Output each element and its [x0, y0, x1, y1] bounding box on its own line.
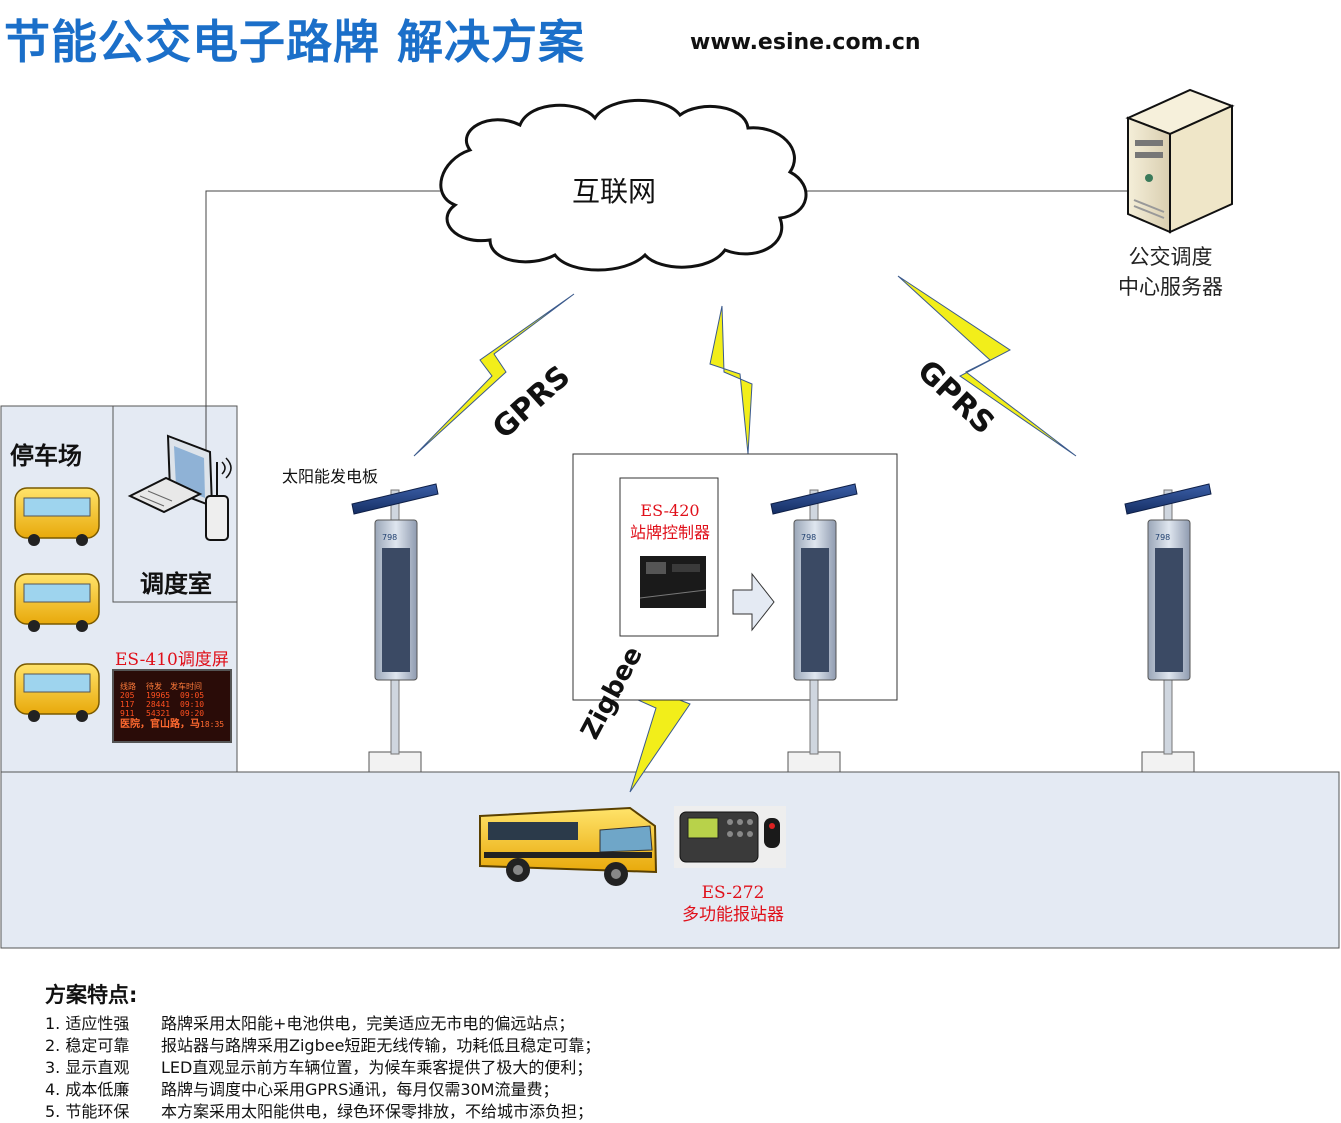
feature-item: 3. 显示直观 LED直观显示前方车辆位置，为候车乘客提供了极大的便利；	[45, 1057, 600, 1079]
line-dispatch-internet	[205, 190, 440, 470]
feature-desc: 报站器与路牌采用Zigbee短距无线传输，功耗低且稳定可靠；	[161, 1036, 601, 1055]
features-section: 方案特点: 1. 适应性强路牌采用太阳能+电池供电，完美适应无市电的偏远站点； …	[45, 979, 600, 1123]
es272-label-line1: ES-272	[701, 883, 765, 903]
svg-text:798: 798	[801, 533, 816, 542]
feature-item: 2. 稳定可靠 报站器与路牌采用Zigbee短距无线传输，功耗低且稳定可靠；	[45, 1035, 600, 1057]
es272-label: ES-272 多功能报站器	[672, 882, 794, 926]
feature-name: 2. 稳定可靠	[45, 1036, 130, 1055]
feature-desc: LED直观显示前方车辆位置，为候车乘客提供了极大的便利；	[161, 1058, 593, 1077]
depot-bus-1	[14, 487, 100, 546]
svg-text:发车时间: 发车时间	[170, 681, 202, 691]
feature-desc: 本方案采用太阳能供电，绿色环保零排放，不给城市添负担；	[161, 1102, 594, 1121]
es420-label: ES-420 站牌控制器	[622, 500, 718, 544]
feature-desc: 路牌与调度中心采用GPRS通讯，每月仅需30M流量费；	[161, 1080, 559, 1099]
es420-label-line2: 站牌控制器	[629, 523, 710, 542]
feature-name: 1. 适应性强	[45, 1014, 130, 1033]
svg-text:19965: 19965	[146, 691, 170, 700]
svg-text:09:05: 09:05	[180, 691, 204, 700]
svg-text:18:35: 18:35	[200, 720, 224, 729]
server-label: 公交调度 中心服务器	[1118, 242, 1223, 302]
es272-device-photo	[674, 806, 786, 868]
arrow-right-icon	[732, 572, 775, 632]
es410-led-screen: 线路 待发 发车时间 205 19965 09:05 117 28441 09:…	[112, 669, 232, 743]
server-label-line2: 中心服务器	[1118, 275, 1223, 299]
solar-panel-label: 太阳能发电板	[282, 467, 379, 486]
svg-text:798: 798	[382, 533, 397, 542]
page-title: 节能公交电子路牌 解决方案	[4, 15, 586, 69]
svg-text:798: 798	[1155, 533, 1170, 542]
svg-text:09:20: 09:20	[180, 709, 204, 718]
es420-label-line1: ES-420	[640, 501, 700, 520]
bus-stop-sign-3: 798	[1124, 483, 1212, 773]
depot-label: 停车场	[10, 442, 82, 470]
feature-item: 5. 节能环保 本方案采用太阳能供电，绿色环保零排放，不给城市添负担；	[45, 1101, 600, 1123]
website-url[interactable]: www.esine.com.cn	[690, 30, 921, 55]
depot-bus-2	[14, 573, 100, 632]
svg-text:117: 117	[120, 700, 135, 709]
server-label-line1: 公交调度	[1128, 245, 1213, 269]
server-icon	[1125, 88, 1235, 234]
lightning-bolt-gprs-right	[897, 275, 1077, 457]
svg-text:911: 911	[120, 709, 135, 718]
dispatch-room-label: 调度室	[140, 570, 212, 598]
feature-name: 3. 显示直观	[45, 1058, 130, 1077]
svg-text:205: 205	[120, 691, 135, 700]
internet-cloud	[439, 98, 808, 272]
svg-text:54321: 54321	[146, 709, 170, 718]
features-title: 方案特点:	[45, 983, 138, 1007]
computer-icon	[127, 434, 232, 541]
es410-label: ES-410调度屏	[115, 650, 229, 670]
road-platform	[0, 771, 1340, 949]
feature-item: 1. 适应性强 路牌采用太阳能+电池供电，完美适应无市电的偏远站点；	[45, 1013, 600, 1035]
internet-cloud-label: 互联网	[572, 175, 657, 208]
feature-name: 5. 节能环保	[45, 1102, 130, 1121]
led-header: 线路	[120, 681, 136, 691]
es420-device-photo	[639, 556, 707, 608]
svg-text:医院，官山路，马: 医院，官山路，马	[120, 717, 200, 730]
svg-text:28441: 28441	[146, 700, 170, 709]
lightning-bolt-zigbee-top	[709, 305, 753, 455]
bus-stop-sign-2: 798	[770, 483, 858, 773]
feature-name: 4. 成本低廉	[45, 1080, 130, 1099]
road-bus-icon	[479, 806, 658, 886]
lightning-bolt-gprs-left	[413, 293, 575, 457]
svg-text:09:10: 09:10	[180, 700, 204, 709]
feature-desc: 路牌采用太阳能+电池供电，完美适应无市电的偏远站点；	[161, 1014, 575, 1033]
svg-text:待发: 待发	[146, 681, 162, 691]
feature-item: 4. 成本低廉 路牌与调度中心采用GPRS通讯，每月仅需30M流量费；	[45, 1079, 600, 1101]
es272-label-line2: 多功能报站器	[682, 905, 784, 925]
bus-stop-sign-1: 798	[351, 483, 439, 773]
depot-bus-3	[14, 663, 100, 722]
